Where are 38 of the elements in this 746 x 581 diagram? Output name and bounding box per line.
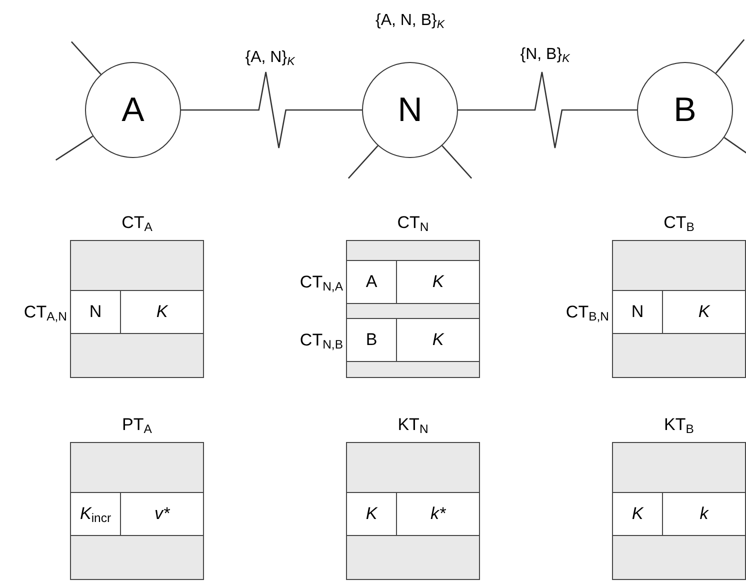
table-title: KT$_{N}$: [398, 414, 428, 437]
row-label: CT$_{N,A}$: [300, 271, 343, 295]
station-letter: B: [674, 90, 696, 130]
entry-key: N: [71, 291, 121, 333]
entry-key: N: [613, 291, 663, 333]
stub-line: [715, 39, 745, 74]
table-title: CT$_{N}$: [397, 212, 429, 235]
key-set-label: {A, N, B}$_{K}$: [375, 11, 445, 33]
stub-line: [70, 41, 102, 75]
station-letter: N: [398, 90, 422, 130]
station-letter: A: [122, 90, 144, 130]
table-row: [71, 492, 203, 536]
row-label: CT$_{A,N}$: [24, 301, 67, 325]
entry-key: K$_{incr}$: [71, 493, 121, 535]
entry-value: k*: [397, 493, 479, 535]
table-row: [347, 492, 479, 536]
entry-value: K: [397, 261, 479, 303]
stub-line: [348, 145, 378, 179]
entry-value: k: [663, 493, 745, 535]
link-line: [181, 71, 362, 149]
row-label: CT$_{N,B}$: [300, 329, 343, 353]
stub-line: [55, 136, 94, 161]
stub-line: [442, 145, 472, 179]
entry-key: K: [347, 493, 397, 535]
row-label: CT$_{B,N}$: [566, 301, 609, 325]
table-title: CT$_{A}$: [122, 212, 152, 235]
table-title: KT$_{B}$: [664, 414, 694, 437]
entry-value: K: [663, 291, 745, 333]
table-row: [613, 492, 745, 536]
entry-value: K: [121, 291, 203, 333]
entry-key: A: [347, 261, 397, 303]
table-title: CT$_{B}$: [664, 212, 694, 235]
table-title: PT$_{A}$: [122, 414, 152, 437]
link-line: [458, 71, 637, 149]
entry-key: K: [613, 493, 663, 535]
entry-key: B: [347, 319, 397, 361]
entry-value: v*: [121, 493, 203, 535]
entry-value: K: [397, 319, 479, 361]
